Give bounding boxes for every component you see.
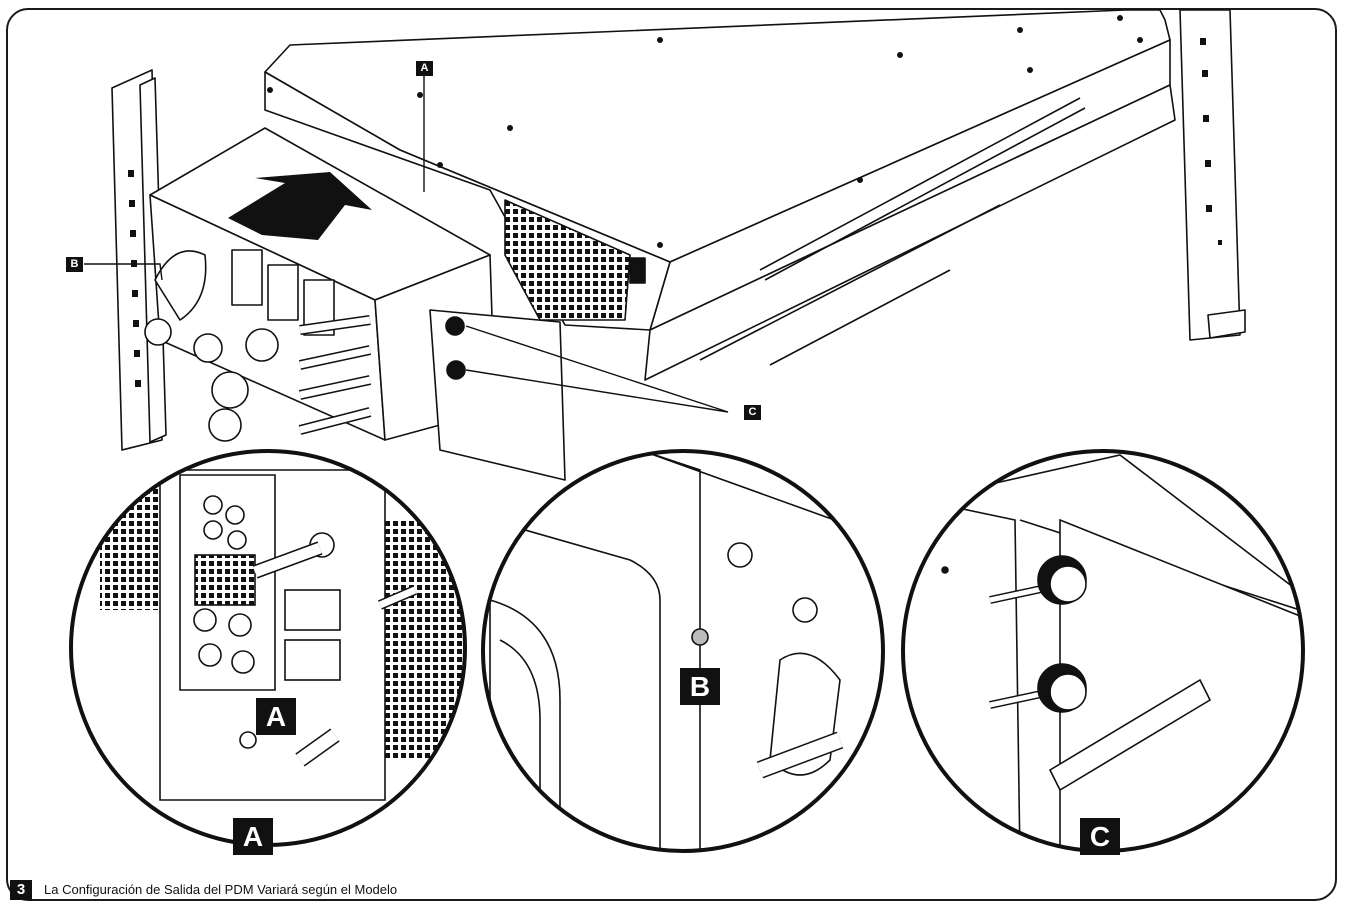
ventilation-grille: [504, 199, 631, 321]
callout-a: A: [416, 61, 433, 76]
detail-view-c: [901, 449, 1305, 853]
rack-rail-right: [1179, 9, 1241, 341]
thumbscrew-lower: [446, 360, 466, 380]
detail-view-a: [69, 449, 467, 847]
thumbscrew-upper: [445, 316, 465, 336]
figure-number: 3: [10, 880, 32, 900]
callout-b: B: [66, 257, 83, 272]
mounting-bracket: [429, 309, 566, 481]
leader-lines: [84, 76, 729, 413]
figure-frame: [6, 8, 1337, 901]
detail-c-label: C: [1080, 818, 1120, 855]
pdm-receptacles: [144, 318, 279, 442]
figure-caption: La Configuración de Salida del PDM Varia…: [44, 882, 398, 897]
pdm-cables: [298, 315, 372, 435]
ups-rack-assembly: [111, 9, 1246, 481]
callout-c: C: [744, 405, 761, 420]
detail-b-label: B: [680, 668, 720, 705]
insertion-arrow: [228, 172, 372, 240]
detail-a-label: A: [233, 818, 273, 855]
detail-a-inner-label: A: [256, 698, 296, 735]
panel-screw: [727, 542, 753, 568]
rotary-switch: [154, 250, 207, 321]
detail-view-b: [481, 449, 885, 853]
